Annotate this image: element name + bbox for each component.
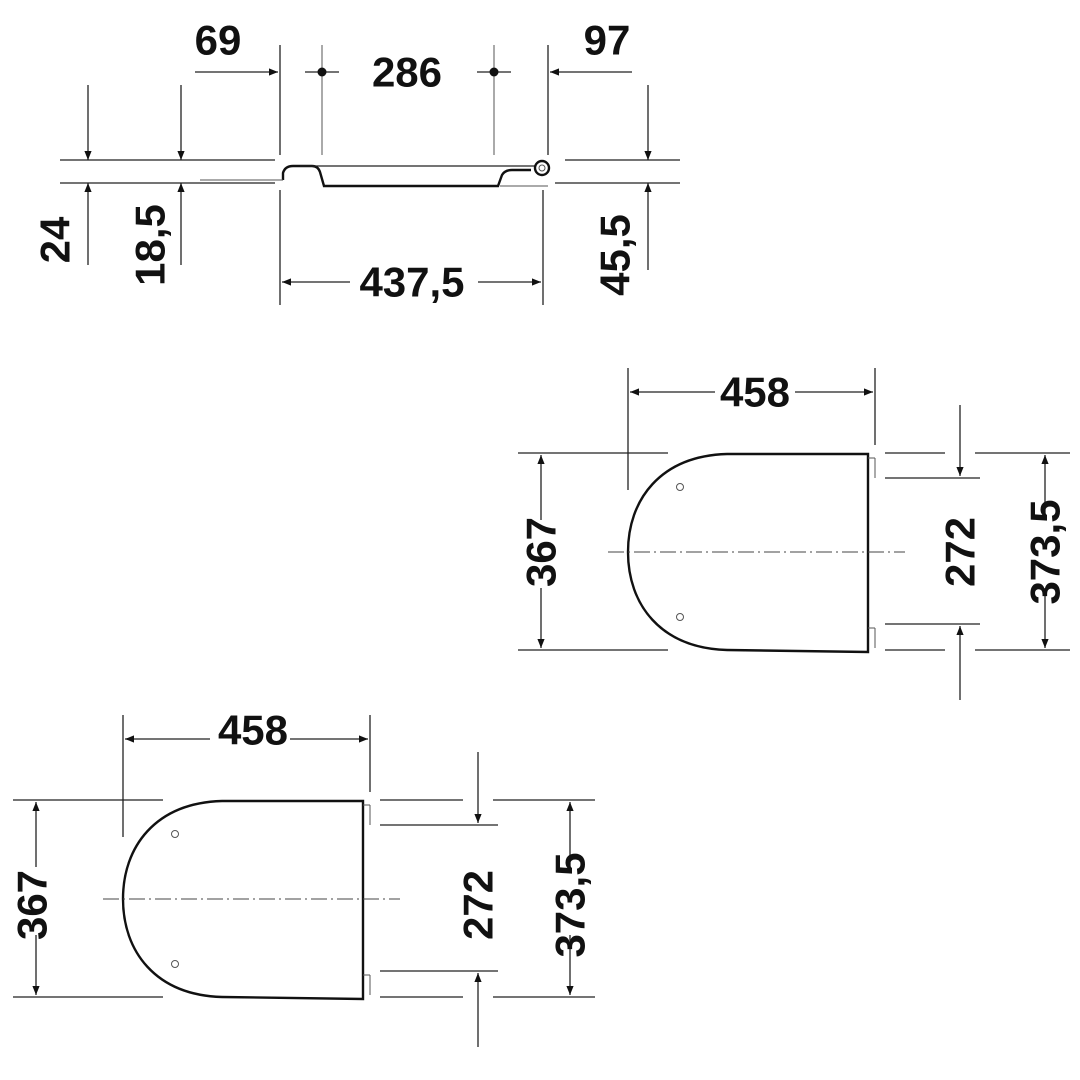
dim-seat-height: 18,5	[127, 204, 174, 286]
plan-left-length: 367	[9, 870, 56, 940]
fixing-hole	[171, 830, 179, 838]
fixing-point-marker	[317, 67, 327, 77]
plan-right-length: 367	[518, 517, 565, 587]
fixing-hole	[676, 613, 684, 621]
plan-right-inner-length: 272	[937, 517, 984, 587]
dim-overall-length: 437,5	[359, 259, 464, 306]
plan-left-width: 458	[218, 707, 288, 754]
dim-hinge-offset-left: 69	[195, 17, 242, 64]
seat-outline	[121, 799, 365, 1001]
plan-right-overall-length: 373,5	[1022, 499, 1069, 604]
dim-total-height: 24	[32, 216, 79, 263]
plan-left-overall-length: 373,5	[547, 852, 594, 957]
hinge-icon	[533, 159, 551, 177]
dim-hinge-height: 45,5	[592, 214, 639, 296]
seat-profile	[281, 164, 531, 188]
fixing-hole	[676, 483, 684, 491]
dim-hinge-offset-right: 97	[584, 17, 631, 64]
plan-view	[13, 715, 595, 1047]
plan-right-width: 458	[720, 369, 790, 416]
hinge-pin	[538, 164, 546, 172]
fixing-point-marker	[489, 67, 499, 77]
dim-fixing-spacing: 286	[372, 49, 442, 96]
fixing-hole	[171, 960, 179, 968]
plan-left-inner-length: 272	[455, 870, 502, 940]
seat-outline	[626, 452, 870, 654]
plan-view	[518, 368, 1070, 700]
